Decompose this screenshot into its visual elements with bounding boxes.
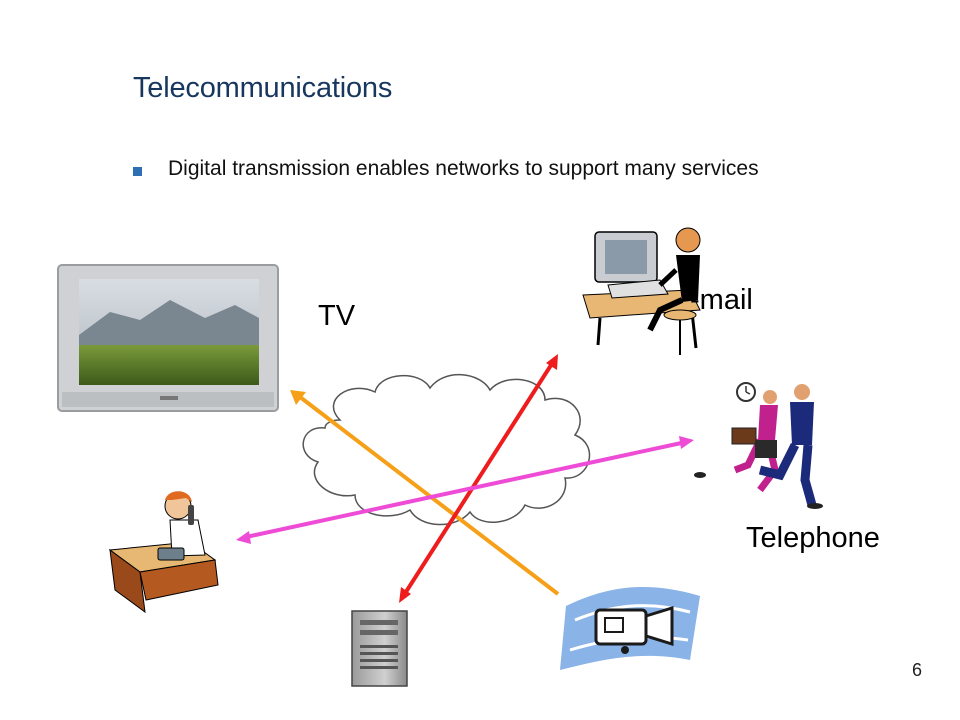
arrow-pink bbox=[236, 436, 694, 544]
slide-title: Telecommunications bbox=[133, 72, 393, 104]
bullet-marker bbox=[133, 167, 142, 176]
label-email: -mail bbox=[690, 284, 753, 316]
network-cloud-icon bbox=[302, 373, 591, 526]
tv-icon bbox=[57, 264, 279, 412]
arrow-red bbox=[399, 354, 558, 603]
business-people-icon bbox=[694, 382, 823, 509]
label-telephone: Telephone bbox=[746, 522, 880, 554]
server-icon bbox=[351, 610, 408, 687]
bullet-text: Digital transmission enables networks to… bbox=[168, 157, 759, 180]
computer-user-icon bbox=[582, 227, 701, 355]
video-camera-icon bbox=[560, 587, 700, 670]
page-number: 6 bbox=[912, 660, 923, 680]
phone-user-icon bbox=[108, 491, 219, 614]
label-tv: TV bbox=[318, 300, 356, 332]
